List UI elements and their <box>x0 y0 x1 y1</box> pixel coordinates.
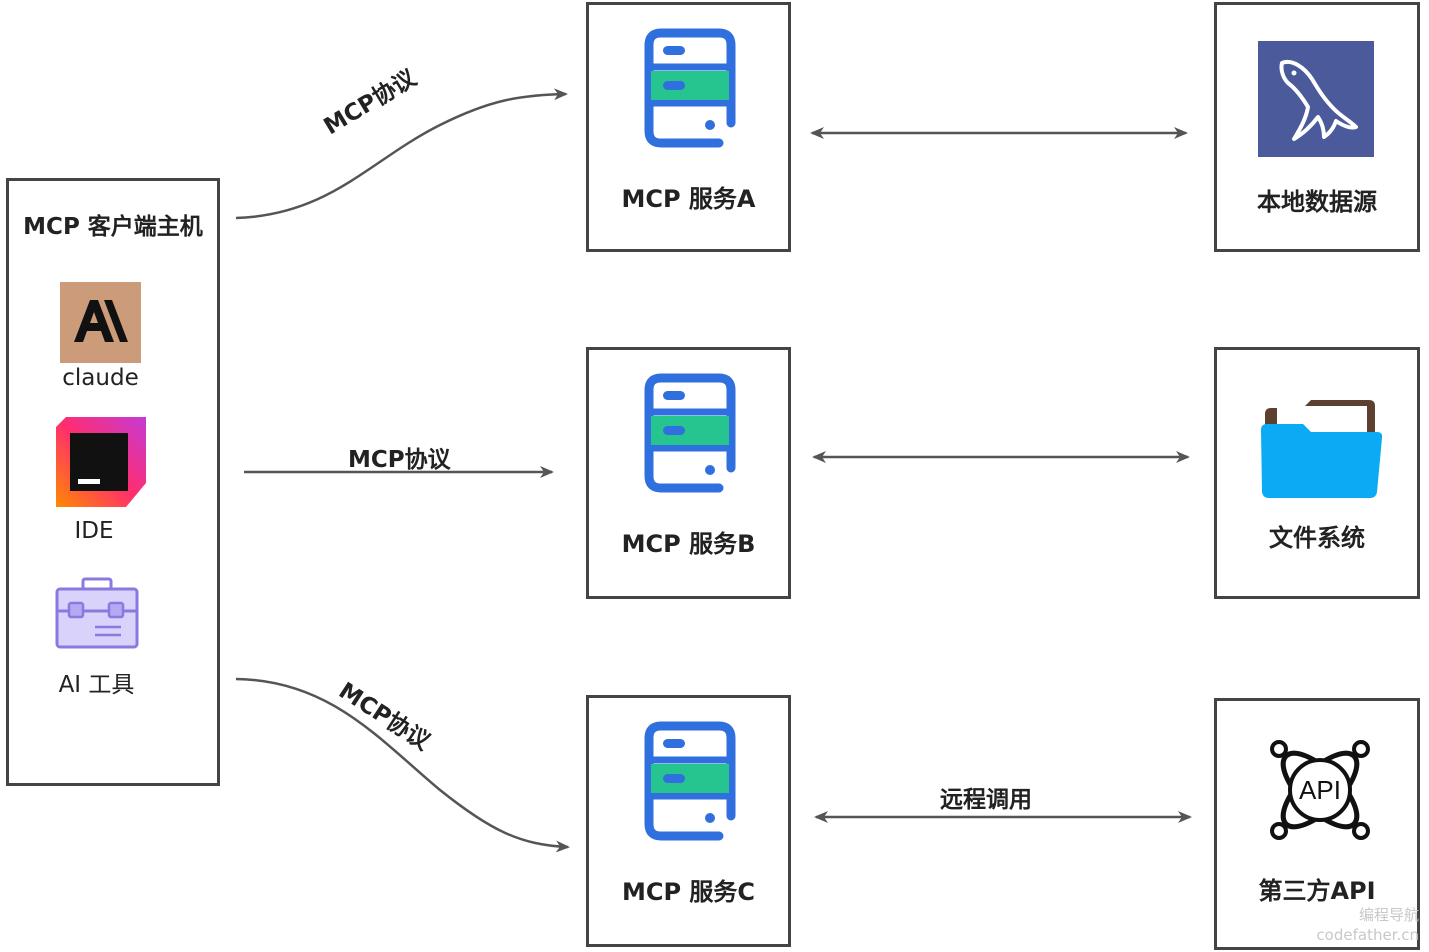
local-datasource-box: 本地数据源 <box>1214 2 1420 252</box>
third-party-api-title: 第三方API <box>1258 877 1376 905</box>
server-icon <box>637 27 743 149</box>
api-icon: API <box>1265 735 1375 845</box>
folder-icon <box>1257 396 1383 500</box>
protocol-arrow-c <box>235 677 570 853</box>
file-system-box: 文件系统 <box>1214 347 1420 599</box>
third-party-api-box: API 第三方API <box>1214 698 1420 950</box>
remote-call-label: 远程调用 <box>940 787 1032 813</box>
toolbox-icon <box>55 577 139 649</box>
client-host-box: MCP 客户端主机 claude IDE <box>6 178 220 786</box>
server-icon <box>637 720 743 842</box>
client-host-title: MCP 客户端主机 <box>23 214 203 240</box>
app-label-ai-tools: AI 工具 <box>58 672 135 698</box>
mcp-server-a-title: MCP 服务A <box>621 185 756 213</box>
mcp-server-c-title: MCP 服务C <box>621 878 756 906</box>
app-label-ide: IDE <box>74 518 114 544</box>
watermark-line2: codefather.cn <box>1316 926 1419 944</box>
local-datasource-title: 本地数据源 <box>1257 188 1377 216</box>
api-icon-text: API <box>1299 775 1341 805</box>
mcp-server-a-box: MCP 服务A <box>586 2 791 252</box>
app-label-claude: claude <box>62 365 139 391</box>
server-icon <box>637 372 743 494</box>
jetbrains-ide-icon <box>56 417 146 507</box>
protocol-arrow-a <box>235 88 568 220</box>
mcp-server-c-box: MCP 服务C <box>586 695 791 947</box>
anthropic-logo-icon <box>60 282 141 363</box>
file-system-title: 文件系统 <box>1269 524 1365 552</box>
mysql-dolphin-icon <box>1258 41 1374 157</box>
watermark-line1: 编程导航 <box>1358 906 1419 924</box>
protocol-label-b: MCP协议 <box>348 447 451 473</box>
mcp-server-b-box: MCP 服务B <box>586 347 791 599</box>
mcp-server-b-title: MCP 服务B <box>621 530 756 558</box>
